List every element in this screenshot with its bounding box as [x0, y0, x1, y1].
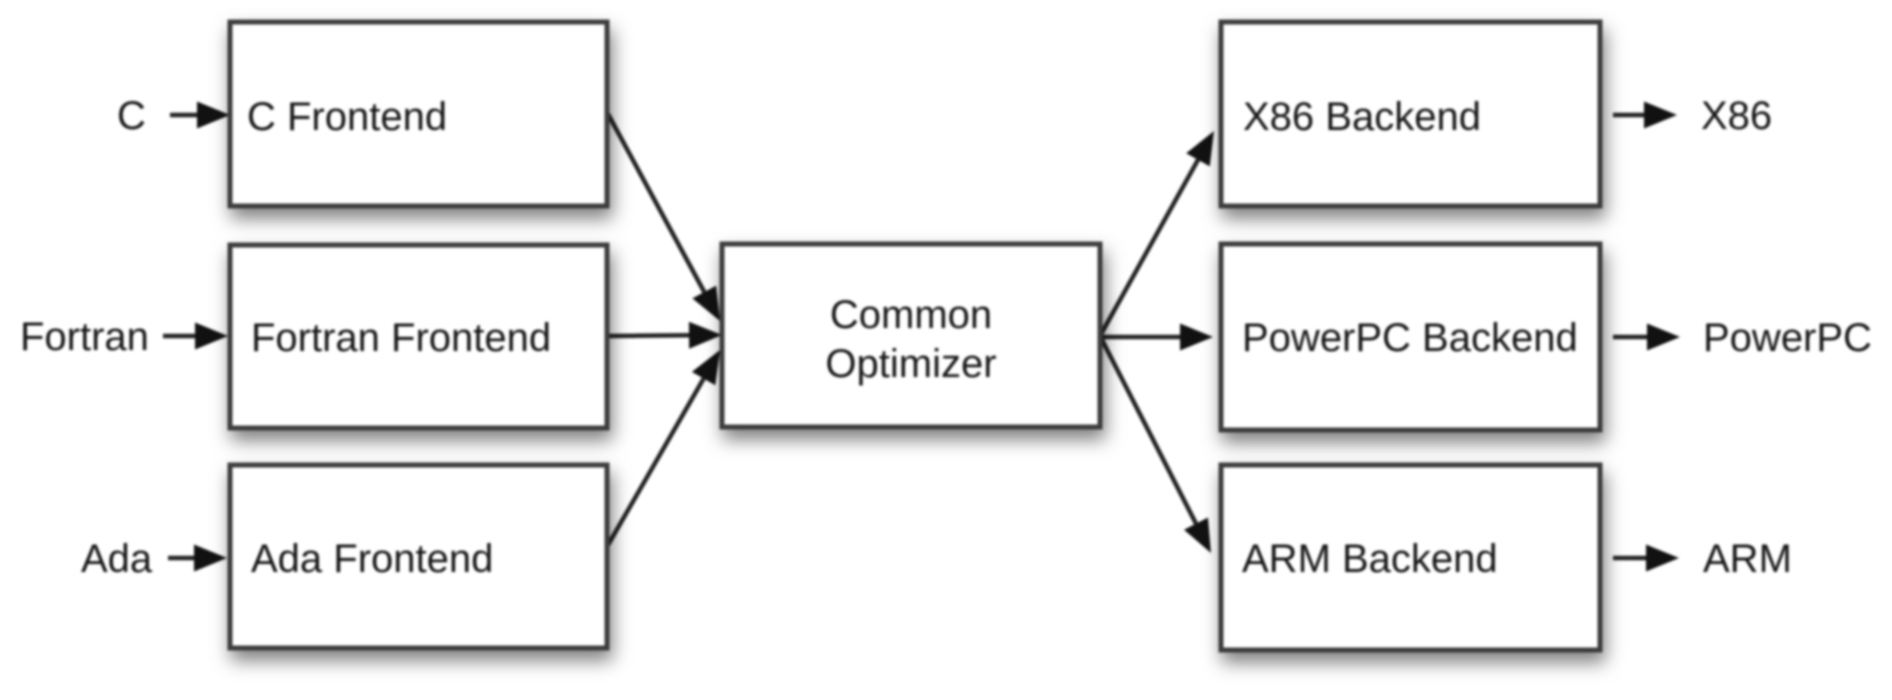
- svg-text:C Frontend: C Frontend: [247, 95, 447, 139]
- svg-text:Fortran: Fortran: [20, 315, 149, 359]
- svg-text:PowerPC Backend: PowerPC Backend: [1242, 316, 1578, 360]
- svg-text:Optimizer: Optimizer: [825, 342, 996, 386]
- svg-text:Ada: Ada: [81, 537, 153, 581]
- svg-text:Fortran Frontend: Fortran Frontend: [251, 316, 551, 360]
- svg-text:PowerPC: PowerPC: [1703, 316, 1872, 360]
- svg-text:Ada Frontend: Ada Frontend: [251, 537, 493, 581]
- svg-text:ARM: ARM: [1703, 537, 1792, 581]
- svg-text:C: C: [117, 94, 146, 138]
- svg-text:Common: Common: [830, 293, 992, 337]
- svg-text:ARM Backend: ARM Backend: [1242, 537, 1498, 581]
- svg-text:X86: X86: [1701, 94, 1772, 138]
- svg-text:X86 Backend: X86 Backend: [1243, 95, 1481, 139]
